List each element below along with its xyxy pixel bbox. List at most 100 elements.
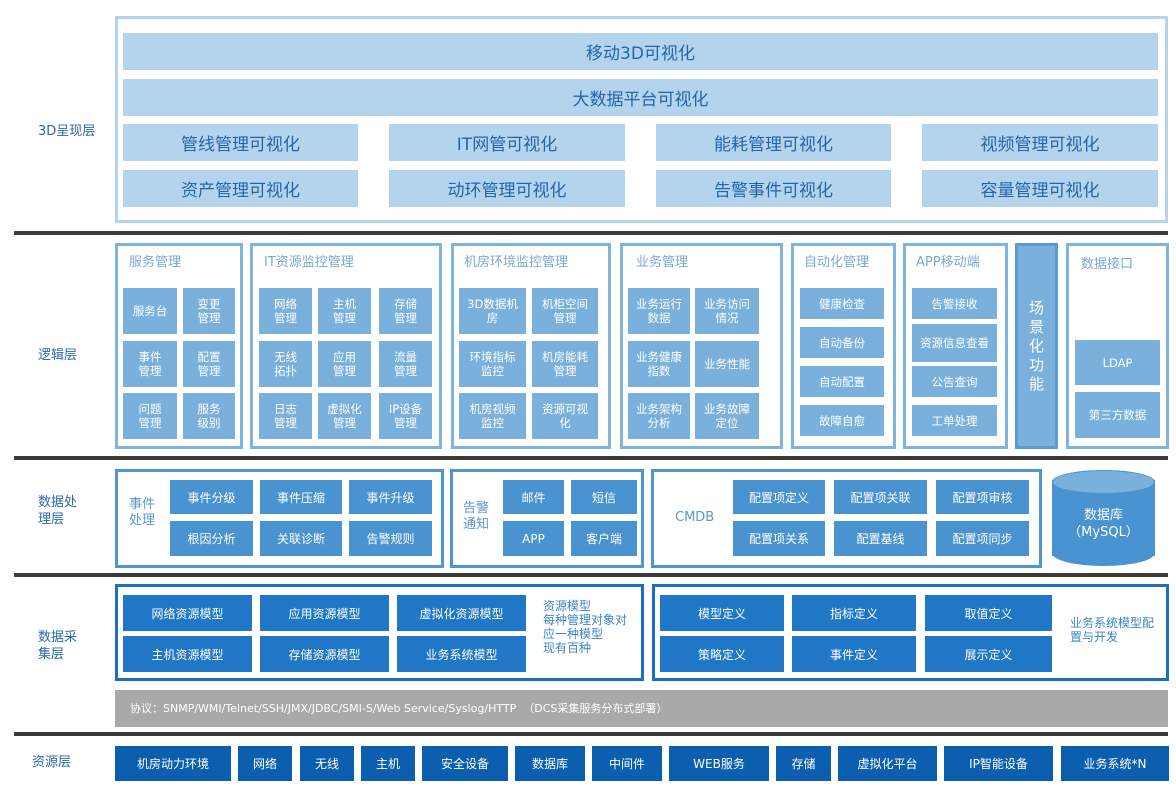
viz-tile: 能耗管理可视化: [656, 124, 891, 161]
resource-model-note: 资源模型 每种管理对象对 应一种模型 现有百种: [543, 599, 628, 655]
processing-tile: 关联诊断: [260, 521, 342, 556]
logic-tile: 存储 管理: [379, 288, 432, 334]
group-title: 服务管理: [129, 255, 182, 270]
resource-tile: 无线: [300, 746, 354, 781]
scenario-function: 场景化功能: [1015, 243, 1058, 449]
layer-divider: [14, 456, 1168, 460]
presentation-layer-box: [115, 16, 1168, 223]
logic-tile: 配置 管理: [183, 341, 235, 387]
logic-tile: 告警接收: [912, 288, 997, 319]
collection-tile: 网络资源模型: [123, 595, 252, 631]
logic-tile: LDAP: [1075, 340, 1160, 385]
resource-tile: 数据库: [515, 746, 585, 781]
collection-tile: 应用资源模型: [260, 595, 389, 631]
logic-tile: 业务架构 分析: [628, 393, 690, 439]
processing-tile: 客户端: [571, 521, 637, 556]
viz-tile: 告警事件可视化: [656, 170, 891, 207]
logic-tile: IP设备 管理: [379, 393, 432, 439]
collection-tile: 取值定义: [925, 595, 1052, 631]
processing-tile: 配置基线: [834, 521, 927, 556]
processing-tile: 事件压缩: [260, 480, 342, 514]
layer-label-collection: 数据采集层: [38, 630, 78, 662]
database-label: 数据库 （MySQL）: [1068, 508, 1139, 540]
logic-tile: 第三方数据: [1075, 392, 1160, 438]
processing-tile: 根因分析: [170, 521, 253, 556]
layer-divider: [14, 573, 1168, 577]
resource-tile: 网络: [238, 746, 292, 781]
logic-tile: 事件 管理: [123, 341, 177, 387]
collection-tile: 策略定义: [660, 636, 784, 672]
group-title: 业务管理: [636, 255, 689, 270]
logic-tile: 业务故障 定位: [695, 393, 759, 439]
resource-tile: IP智能设备: [944, 746, 1053, 781]
viz-tile: 动环管理可视化: [389, 170, 625, 207]
viz-tile: IT网管可视化: [389, 124, 625, 161]
logic-tile: 流量 管理: [379, 341, 432, 387]
resource-tile: 业务系统*N: [1061, 746, 1169, 781]
viz-tile: 容量管理可视化: [922, 170, 1158, 207]
collection-tile: 主机资源模型: [123, 636, 252, 672]
collection-tile: 事件定义: [792, 636, 916, 672]
logic-tile: 3D数据机 房: [459, 288, 526, 334]
collection-tile: 指标定义: [792, 595, 916, 631]
logic-tile: 工单处理: [912, 405, 997, 436]
logic-tile: 问题 管理: [123, 393, 177, 439]
layer-label-resource: 资源层: [32, 755, 72, 770]
resource-tile: 主机: [361, 746, 415, 781]
layer-label-logic: 逻辑层: [38, 348, 78, 363]
resource-tile: 虚拟化平台: [838, 746, 937, 781]
logic-tile: 服务台: [123, 288, 177, 334]
processing-tile: 事件升级: [349, 480, 432, 514]
layer-divider: [14, 732, 1168, 736]
group-title: CMDB: [675, 510, 715, 525]
logic-tile: 健康检查: [800, 288, 884, 319]
layer-divider: [14, 231, 1168, 235]
group-title: 自动化管理: [804, 255, 870, 270]
processing-tile: 配置项同步: [936, 521, 1029, 556]
logic-tile: 变更 管理: [183, 288, 235, 334]
viz-tile: 视频管理可视化: [922, 124, 1158, 161]
logic-tile: 应用 管理: [318, 341, 371, 387]
collection-tile: 模型定义: [660, 595, 784, 631]
database-cylinder-top: [1052, 470, 1155, 494]
group-title: IT资源监控管理: [264, 255, 354, 270]
processing-tile: 配置项审核: [936, 480, 1029, 514]
viz-tile: 管线管理可视化: [123, 124, 358, 161]
mobile-3d-visualization: 移动3D可视化: [123, 33, 1158, 70]
protocol-bar: 协议：SNMP/WMI/Telnet/SSH/JMX/JDBC/SMI-S/We…: [115, 690, 1168, 727]
logic-tile: 业务性能: [695, 341, 759, 387]
resource-tile: 中间件: [592, 746, 662, 781]
logic-tile: 机房视频 监控: [459, 393, 526, 439]
logic-tile: 业务运行 数据: [628, 288, 690, 334]
layer-label-presentation: 3D呈现层: [38, 124, 96, 139]
logic-tile: 自动配置: [800, 366, 884, 397]
collection-tile: 业务系统模型: [397, 636, 526, 672]
resource-tile: 存储: [776, 746, 831, 781]
processing-tile: 配置项关系: [733, 521, 825, 556]
logic-tile: 机房能耗 管理: [532, 341, 598, 387]
logic-tile: 机柜空间 管理: [532, 288, 598, 334]
logic-tile: 虚拟化 管理: [318, 393, 371, 439]
logic-tile: 环境指标 监控: [459, 341, 526, 387]
logic-tile: 资源可视 化: [532, 393, 598, 439]
processing-tile: 邮件: [503, 480, 564, 514]
logic-tile: 业务访问 情况: [695, 288, 759, 334]
logic-tile: 主机 管理: [318, 288, 371, 334]
resource-tile: WEB服务: [669, 746, 769, 781]
processing-tile: 事件分级: [170, 480, 253, 514]
big-data-visualization: 大数据平台可视化: [123, 79, 1158, 116]
database-cylinder: 数据库 （MySQL）: [1052, 470, 1155, 566]
processing-tile: 配置项定义: [733, 480, 825, 514]
processing-tile: 告警规则: [349, 521, 432, 556]
logic-tile: 公告查询: [912, 366, 997, 397]
viz-tile: 资产管理可视化: [123, 170, 358, 207]
logic-tile: 网络 管理: [259, 288, 312, 334]
logic-tile: 日志 管理: [259, 393, 312, 439]
resource-tile: 机房动力环境: [115, 746, 231, 781]
logic-tile: 业务健康 指数: [628, 341, 690, 387]
collection-tile: 存储资源模型: [260, 636, 389, 672]
resource-tile: 安全设备: [422, 746, 508, 781]
group-title: 告警 通知: [463, 501, 490, 532]
logic-tile: 自动备份: [800, 327, 884, 358]
logic-tile: 服务 级别: [183, 393, 235, 439]
